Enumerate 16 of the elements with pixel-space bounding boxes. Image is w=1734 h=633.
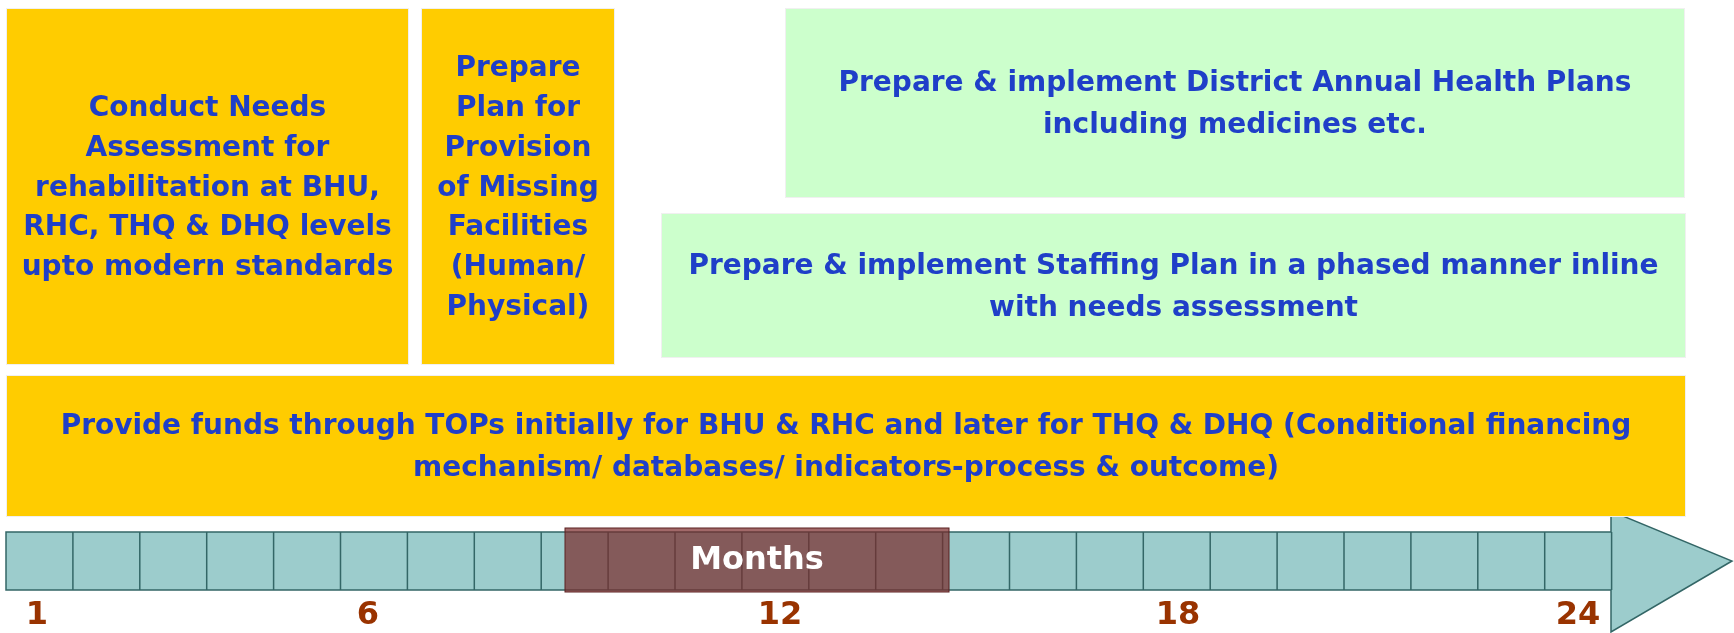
- task-text: Prepare & implement District Annual Health Plans including medicines etc.: [837, 64, 1633, 142]
- task-text: Conduct Needs Assessment for rehabilitation at BHU, RHC, THQ & DHQ levels upto modern standards: [20, 89, 395, 285]
- task-text: Prepare & implement Staffing Plan in a phased manner inline with needs assessment: [687, 246, 1660, 325]
- axis-title: Months: [690, 542, 824, 574]
- task-text: Prepare Plan for Provision of Missing Facilities (Human/ Physical): [436, 49, 600, 324]
- task-box: [6, 8, 409, 365]
- month-number: 18: [1155, 597, 1201, 629]
- task-box: [421, 8, 615, 365]
- task-box: [661, 213, 1686, 358]
- month-number: 12: [757, 597, 803, 629]
- month-number: 24: [1555, 597, 1601, 629]
- task-box: [6, 375, 1686, 517]
- task-text: Provide funds through TOPs initially for BHU & RHC and later for THQ & DHQ (Conditional financing mechanism/ databases/ indicators-process & outcome): [59, 407, 1633, 485]
- month-number: 6: [356, 597, 380, 629]
- month-number: 1: [25, 597, 49, 629]
- task-box: [785, 8, 1685, 198]
